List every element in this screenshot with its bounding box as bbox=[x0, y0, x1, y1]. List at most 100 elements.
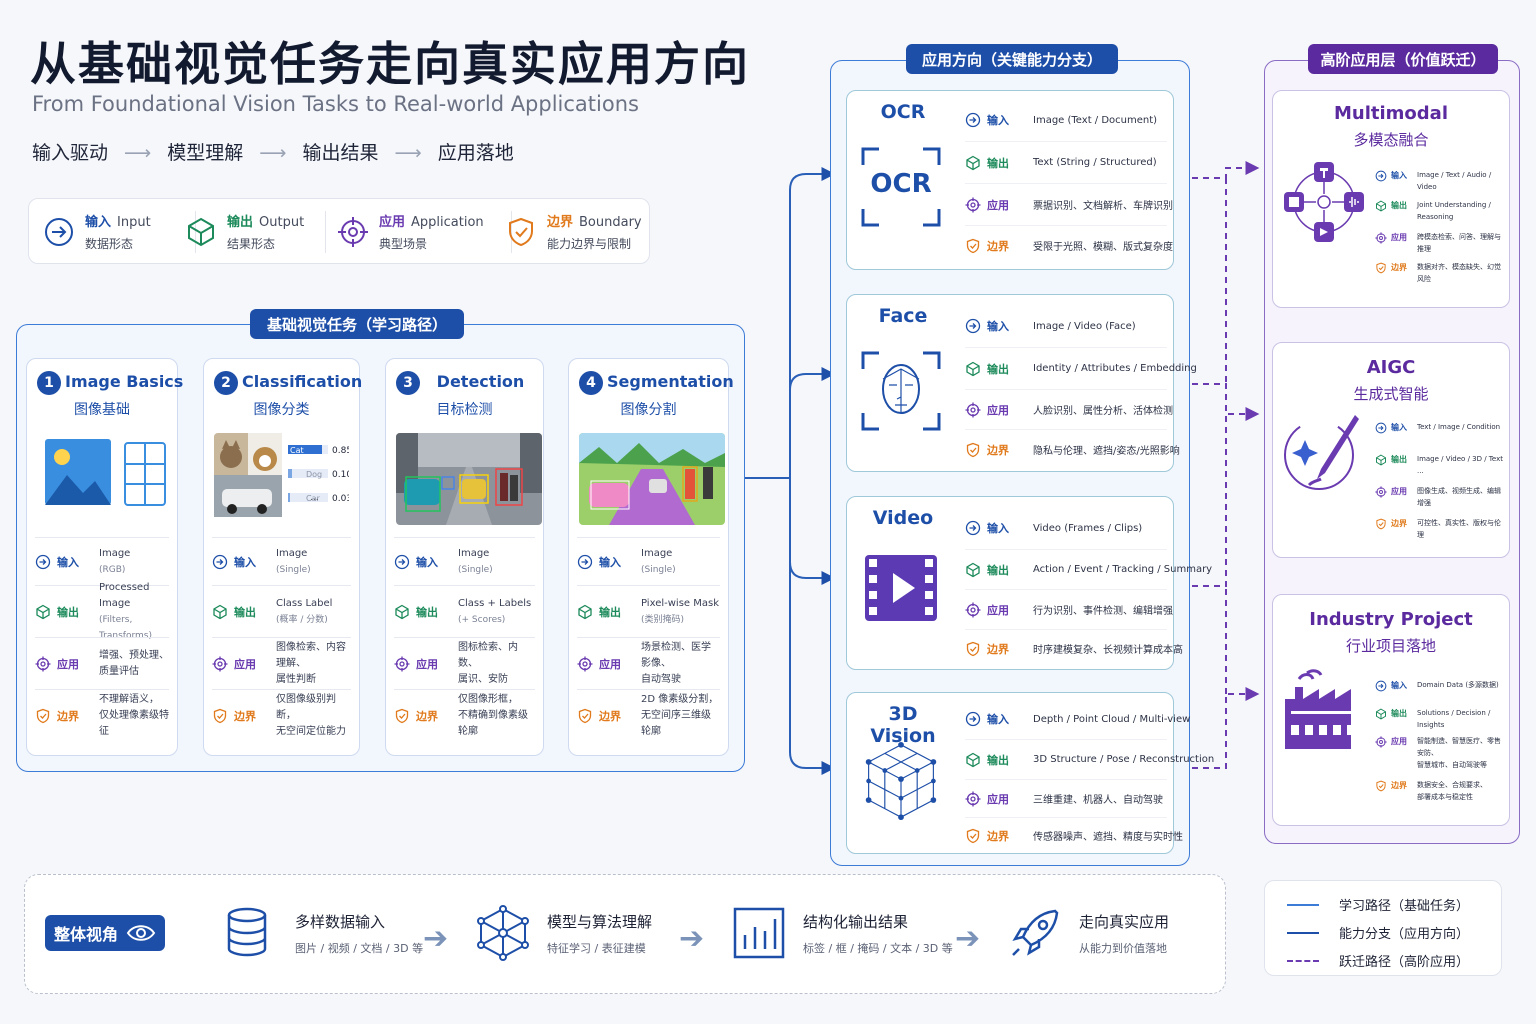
target-icon bbox=[965, 602, 981, 618]
task-title-en: Classification bbox=[242, 372, 363, 391]
high-title-en: Industry Project bbox=[1309, 609, 1473, 630]
pet-car-photo-icon bbox=[214, 433, 282, 517]
task-number: 3 bbox=[396, 371, 420, 395]
flow-step-model: 模型理解 bbox=[167, 142, 244, 164]
input-arrow-icon bbox=[965, 318, 981, 334]
input-arrow-icon bbox=[965, 112, 981, 128]
street-detection-photo-icon bbox=[396, 433, 542, 525]
shield-icon bbox=[965, 828, 981, 844]
target-icon bbox=[1375, 736, 1387, 748]
app-title: 3D Vision bbox=[870, 703, 936, 747]
flow-arrow-icon: ⟶ bbox=[259, 142, 287, 164]
task-row-boundary: 边界仅图像形框， 不精确到像素级轮廓 bbox=[394, 689, 535, 741]
app-row-application: 应用三维重建、机器人、自动驾驶 bbox=[965, 779, 1167, 817]
applications-tag: 应用方向（关键能力分支） bbox=[906, 44, 1118, 74]
process-flow: 输入驱动⟶模型理解⟶输出结果⟶应用落地 bbox=[32, 138, 514, 165]
app-title: OCR bbox=[880, 101, 926, 123]
input-arrow-icon bbox=[394, 554, 410, 570]
app-title: Video bbox=[872, 507, 934, 529]
legend-bound-zh: 边界 bbox=[547, 215, 574, 230]
target-icon bbox=[212, 656, 228, 672]
task-row-boundary: 边界仅图像级别判断， 无空间定位能力 bbox=[212, 689, 351, 741]
high-row-boundary: 边界数据安全、合规要求、 部署成本与稳定性 bbox=[1375, 779, 1505, 803]
legend-app-desc: 典型场景 bbox=[379, 237, 428, 251]
input-arrow-icon bbox=[1375, 680, 1387, 692]
shield-icon bbox=[1375, 518, 1387, 530]
target-icon bbox=[577, 656, 593, 672]
shield-icon bbox=[965, 641, 981, 657]
input-arrow-icon bbox=[577, 554, 593, 570]
target-icon bbox=[394, 656, 410, 672]
input-arrow-icon bbox=[45, 217, 73, 246]
task-row-application: 应用增强、预处理、 质量评估 bbox=[35, 637, 169, 689]
shield-icon bbox=[965, 442, 981, 458]
overview-step-output: 结构化输出结果标签 / 框 / 掩码 / 文本 / 3D 等 bbox=[731, 905, 953, 961]
output-cube-icon bbox=[965, 361, 981, 377]
eye-icon bbox=[126, 925, 156, 941]
foundation-tag: 基础视觉任务（学习路径） bbox=[250, 309, 464, 339]
task-title-zh: 图像分类 bbox=[253, 402, 310, 418]
task-title-zh: 图像分割 bbox=[620, 402, 677, 418]
rocket-icon bbox=[1012, 909, 1059, 956]
score-value: 0.10 bbox=[332, 470, 349, 480]
bar-chart-icon bbox=[733, 907, 785, 959]
line-legend: 学习路径（基础任务） 能力分支（应用方向） 跃迁路径（高阶应用） bbox=[1264, 880, 1502, 976]
legend-bound-desc: 能力边界与限制 bbox=[547, 237, 632, 251]
output-cube-icon bbox=[965, 155, 981, 171]
input-arrow-icon bbox=[35, 554, 51, 570]
app-row-application: 应用行为识别、事件检测、编辑增强 bbox=[965, 589, 1173, 629]
ocr-scan-icon bbox=[861, 147, 941, 227]
overview-arrow-icon: ➔ bbox=[679, 921, 705, 956]
high-row-application: 应用智能制造、智慧医疗、零售安防、 智慧城市、自动驾驶等 bbox=[1375, 735, 1505, 771]
app-title: Face bbox=[878, 305, 928, 327]
flow-arrow-icon: ⟶ bbox=[124, 142, 152, 164]
score-bar bbox=[288, 445, 322, 454]
score-bar bbox=[288, 469, 292, 478]
image-grid-icon bbox=[37, 433, 169, 525]
score-value: 0.85 bbox=[332, 446, 349, 456]
high-title-zh: 行业项目落地 bbox=[1345, 637, 1436, 655]
output-cube-icon bbox=[1375, 200, 1387, 212]
output-cube-icon bbox=[1375, 454, 1387, 466]
target-icon bbox=[1375, 486, 1387, 498]
overview-bar: 整体视角 多样数据输入图片 / 视频 / 文档 / 3D 等 ➔ 模型与算法理解… bbox=[24, 874, 1226, 994]
input-arrow-icon bbox=[1375, 170, 1387, 182]
task-number: 4 bbox=[579, 371, 603, 395]
legend-bound-en: Boundary bbox=[579, 215, 642, 230]
app-row-application: 应用人脸识别、属性分析、活体检测 bbox=[965, 389, 1173, 429]
app-row-boundary: 边界时序建模复杂、长视频计算成本高 bbox=[965, 629, 1183, 667]
overview-step-application: 走向真实应用从能力到价值落地 bbox=[1007, 905, 1169, 961]
task-number: 2 bbox=[214, 371, 238, 395]
score-label: Cat bbox=[290, 446, 304, 455]
output-cube-icon bbox=[965, 562, 981, 578]
flow-step-output: 输出结果 bbox=[302, 142, 379, 164]
score-bar bbox=[288, 493, 290, 502]
shield-icon bbox=[1375, 262, 1387, 274]
shield-icon bbox=[35, 708, 51, 724]
